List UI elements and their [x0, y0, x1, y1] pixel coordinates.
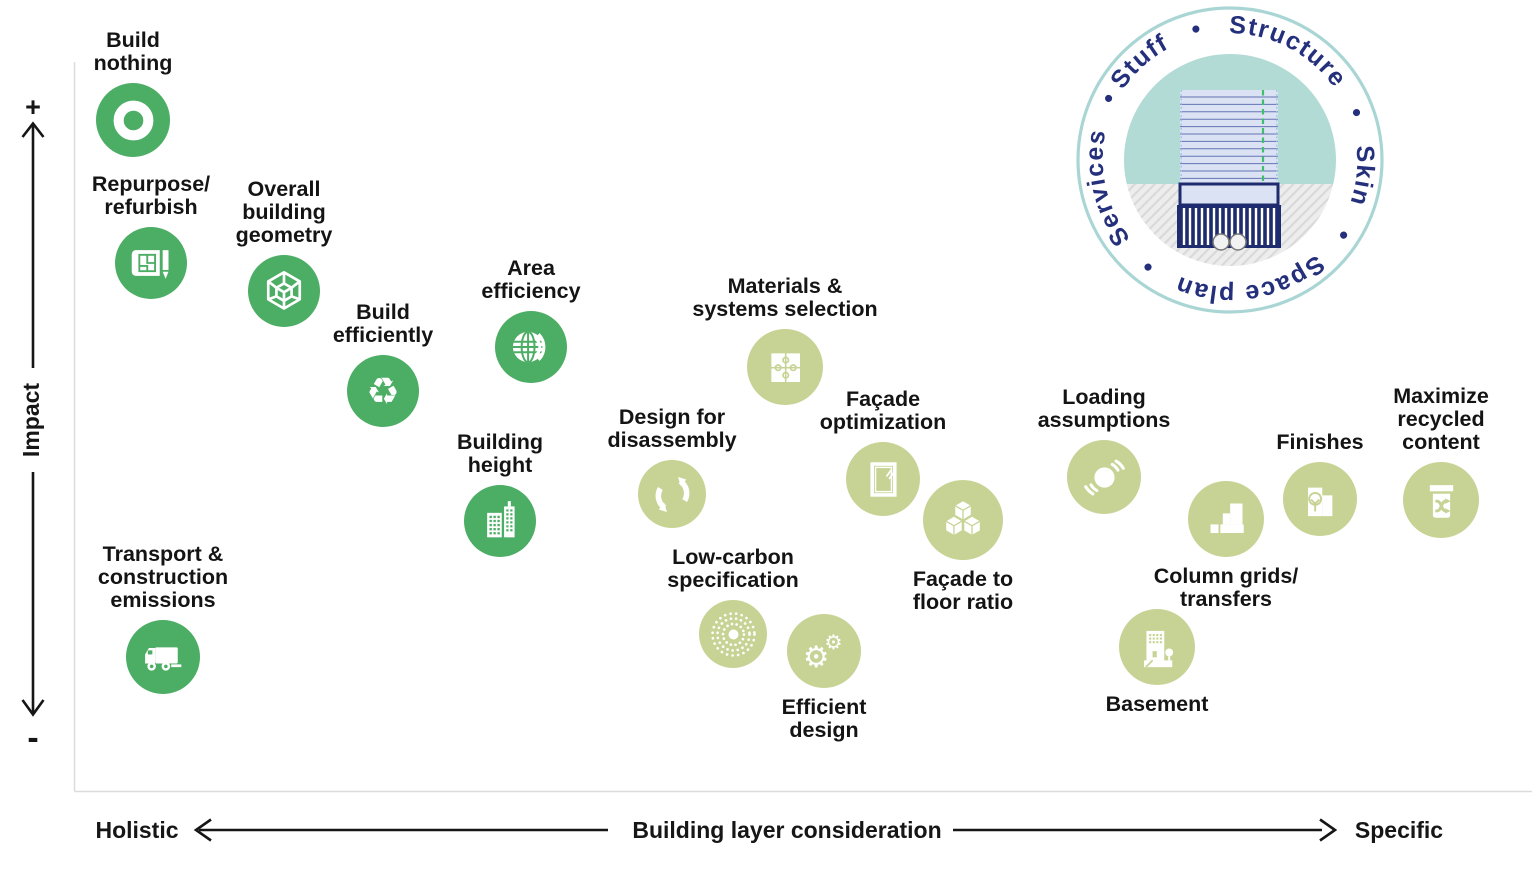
strategy-label-loading-assumptions: Loading assumptions: [1037, 385, 1171, 432]
svg-text:♻: ♻: [366, 369, 399, 413]
blueprint-icon: [131, 250, 169, 279]
badge-ring-text: Stuff • Structure • Skin • Space plan • …: [1081, 11, 1379, 309]
strategy-circle-facade-optimization: [846, 442, 920, 516]
building-illustration: [1124, 54, 1336, 266]
strategy-label-maximize-recycled-content: Maximize recycled content: [1393, 384, 1489, 454]
ball-arcs-icon: [1083, 459, 1125, 495]
tower-floor-lines: [1180, 96, 1278, 179]
tunnel-circle: [1229, 233, 1247, 251]
gears-icon: ⚙ ⚙: [802, 630, 842, 674]
tower-body: [1180, 90, 1278, 184]
strategy-circle-low-carbon-specification: [699, 600, 767, 668]
strategy-label-transport-construction-emissions: Transport & construction emissions: [97, 542, 229, 612]
tower-edge-dashes: [1180, 90, 1278, 184]
holistic-label: Holistic: [95, 817, 178, 843]
strategy-label-design-for-disassembly: Design for disassembly: [607, 405, 737, 452]
building-layers-badge: Stuff • Structure • Skin • Space plan • …: [1076, 6, 1384, 314]
strategy-label-column-grids-transfers: Column grids/ transfers: [1153, 564, 1299, 611]
foundation-block: [1177, 205, 1281, 248]
target-icon: [113, 100, 153, 140]
strategy-label-efficient-design: Efficient design: [781, 695, 867, 742]
svg-text:⚙: ⚙: [802, 638, 829, 673]
arrow-up-icon: [21, 121, 45, 138]
strategy-circle-transport-construction-emissions: [126, 620, 200, 694]
strategy-label-materials-systems-selection: Materials & systems selection: [692, 274, 878, 321]
strategy-label-building-height: Building height: [457, 430, 543, 477]
strategy-label-area-efficiency: Area efficiency: [481, 256, 581, 303]
dotted-rings-icon: [710, 611, 756, 657]
bottom-axis: Holistic Building layer consideration Sp…: [95, 817, 1443, 843]
city-icon: [487, 501, 515, 538]
strategy-label-build-nothing: Build nothing: [93, 28, 173, 75]
cubes-icon: [945, 501, 981, 535]
strategy-label-repurpose-refurbish: Repurpose/ refurbish: [91, 172, 211, 219]
strategy-circle-facade-to-floor-ratio: [923, 480, 1003, 560]
strategy-circle-build-nothing: [96, 83, 170, 157]
truck-icon: [144, 646, 181, 671]
badge-sky: [1124, 54, 1336, 184]
window-icon: [869, 461, 897, 497]
strategy-circle-building-height: [464, 485, 536, 557]
strategy-circle-finishes: [1283, 462, 1357, 536]
strategy-circle-area-efficiency: [495, 311, 567, 383]
globe-icon: [512, 331, 546, 363]
badge-ground: [1124, 184, 1336, 266]
basement-level: [1178, 182, 1280, 207]
strategy-label-basement: Basement: [1105, 692, 1209, 716]
impact-plus-symbol: +: [25, 92, 41, 122]
impact-minus-symbol: -: [27, 719, 38, 757]
shuffle-jar-icon: [1429, 484, 1453, 518]
building-layer-consideration-label: Building layer consideration: [632, 817, 941, 843]
tree-building-icon: [1307, 487, 1332, 516]
strategy-circle-materials-systems-selection: [747, 329, 823, 405]
cube-icon: [266, 270, 302, 310]
recycle-icon: ♻: [366, 369, 399, 413]
arrow-right-icon: [1319, 818, 1338, 842]
strategy-label-build-efficiently: Build efficiently: [332, 300, 434, 347]
strategy-circle-repurpose-refurbish: [115, 227, 187, 299]
strategy-label-finishes: Finishes: [1276, 430, 1364, 454]
arrow-left-icon: [193, 818, 212, 842]
impact-axis: [21, 121, 45, 717]
specific-label: Specific: [1355, 817, 1443, 843]
loop-arrows-icon: [655, 476, 689, 512]
strategy-circle-build-efficiently: ♻: [347, 355, 419, 427]
strategy-label-facade-to-floor-ratio: Façade to floor ratio: [912, 567, 1014, 614]
badge-outer-ring: [1076, 6, 1384, 314]
puzzle-icon: [770, 352, 800, 382]
arrow-down-icon: [21, 699, 45, 717]
strategy-circle-design-for-disassembly: [638, 460, 706, 528]
strategy-circle-maximize-recycled-content: [1403, 462, 1479, 538]
strategy-circle-loading-assumptions: [1067, 440, 1141, 514]
strategy-circle-basement: [1119, 609, 1195, 685]
strategy-label-low-carbon-specification: Low-carbon specification: [667, 545, 799, 592]
impact-axis-label: Impact: [18, 383, 44, 457]
strategy-label-overall-building-geometry: Overall building geometry: [235, 177, 333, 247]
strategy-circle-column-grids-transfers: [1188, 481, 1264, 557]
svg-text:Stuff • Structure • Sk: Stuff • Structure • Skin • Space plan • …: [1081, 11, 1380, 309]
basement-icon: [1143, 630, 1173, 668]
strategy-circle-overall-building-geometry: [248, 255, 320, 327]
foundation-piles: [1182, 208, 1276, 245]
tunnel-circle: [1212, 233, 1230, 251]
strategy-label-facade-optimization: Façade optimization: [819, 387, 947, 434]
svg-text:⚙: ⚙: [824, 630, 842, 654]
strategy-circle-efficient-design: ⚙ ⚙: [787, 614, 861, 688]
column-icon: [1210, 503, 1244, 533]
